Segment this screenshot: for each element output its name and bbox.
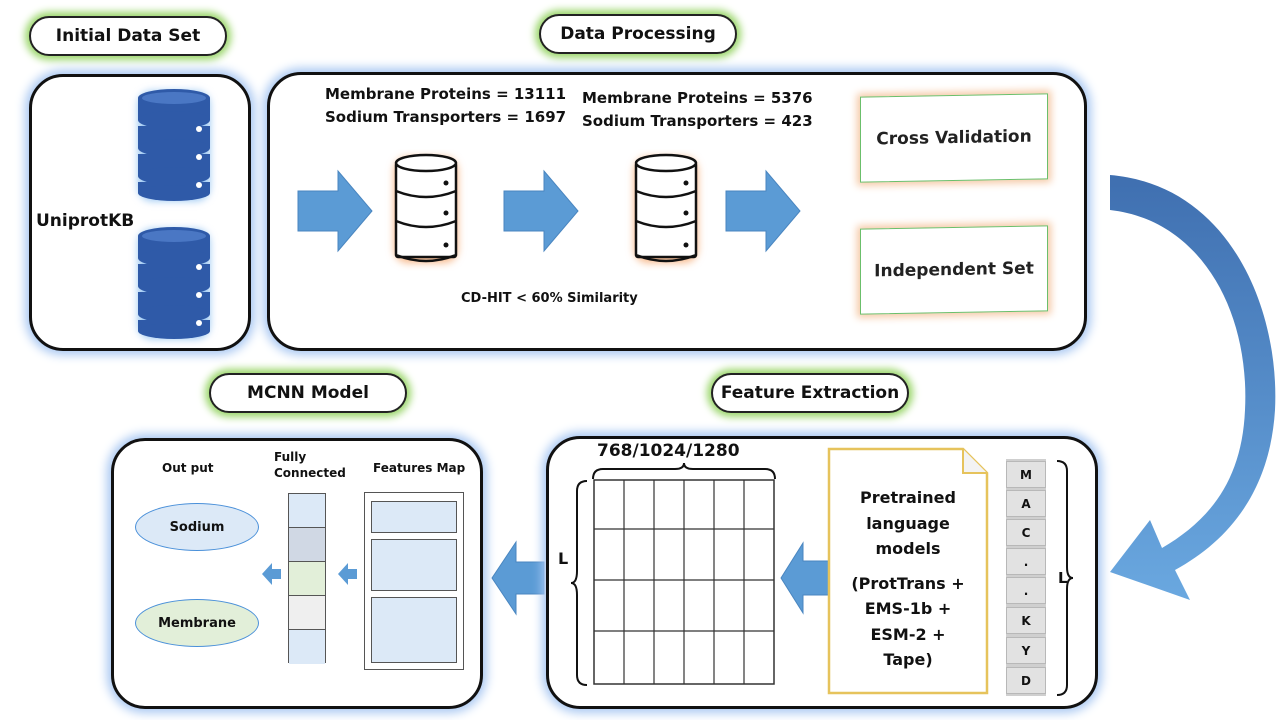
fc-label-line2: Connected bbox=[274, 466, 346, 480]
cdhit-filter-label: CD-HIT < 60% Similarity bbox=[461, 291, 638, 306]
pretrained-models-text: Pretrained language models (ProtTrans + … bbox=[830, 485, 986, 673]
length-label: L bbox=[558, 549, 569, 568]
membrane-class-label: Membrane bbox=[158, 615, 236, 631]
protein-sequence: M A C . . K Y D bbox=[1006, 459, 1046, 696]
fc-label-line1: Fully bbox=[274, 450, 307, 464]
sequence-residue: K bbox=[1006, 607, 1046, 634]
filtered-database-icon bbox=[634, 153, 698, 263]
database-icon bbox=[138, 89, 210, 201]
header-mcnn-model: MCNN Model bbox=[209, 373, 407, 413]
sequence-residue: D bbox=[1006, 667, 1046, 694]
sodium-class-node: Sodium bbox=[135, 503, 259, 551]
curved-flow-arrow bbox=[1110, 175, 1276, 600]
sequence-residue: M bbox=[1006, 461, 1046, 488]
arrow-left-icon bbox=[780, 541, 830, 615]
sequence-residue: C bbox=[1006, 519, 1046, 546]
arrow-right-icon bbox=[503, 169, 579, 253]
plm-line: models bbox=[875, 539, 941, 558]
stage1-membrane-count: Membrane Proteins = 13111 bbox=[325, 85, 567, 103]
database-icon bbox=[138, 227, 210, 339]
plm-line: (ProtTrans + bbox=[851, 573, 965, 593]
sequence-length-brace bbox=[1056, 460, 1074, 696]
features-map-label: Features Map bbox=[373, 461, 466, 475]
arrow-left-icon bbox=[262, 563, 281, 585]
mcnn-model-panel: Out put Fully Connected Features Map Sod… bbox=[111, 438, 483, 709]
independent-set-label: Independent Set bbox=[874, 258, 1034, 282]
sequence-residue: . bbox=[1006, 548, 1046, 575]
stage2-membrane-count: Membrane Proteins = 5376 bbox=[582, 89, 813, 107]
features-map bbox=[364, 492, 464, 670]
membrane-class-node: Membrane bbox=[135, 599, 259, 647]
feature-extraction-panel: 768/1024/1280 L Pretrained language mode… bbox=[546, 436, 1098, 709]
stage1-sodium-count: Sodium Transporters = 1697 bbox=[325, 108, 567, 126]
header-data-processing: Data Processing bbox=[539, 14, 737, 54]
filtered-database-icon bbox=[394, 153, 458, 263]
sequence-length-label: L bbox=[1058, 569, 1068, 587]
fully-connected-layer bbox=[288, 493, 326, 664]
plm-line: Pretrained bbox=[860, 488, 956, 507]
sequence-residue: . bbox=[1006, 577, 1046, 604]
plm-line: language bbox=[866, 513, 950, 533]
cross-validation-label: Cross Validation bbox=[876, 126, 1032, 150]
output-label: Out put bbox=[162, 461, 214, 475]
uniprotkb-label: UniprotKB bbox=[36, 211, 135, 231]
pretrained-model-doc-shape bbox=[827, 447, 989, 695]
plm-line: Tape) bbox=[883, 650, 933, 669]
data-processing-panel: Membrane Proteins = 13111 Sodium Transpo… bbox=[267, 72, 1087, 351]
arrow-right-icon bbox=[725, 169, 801, 253]
sequence-residue: Y bbox=[1006, 637, 1046, 664]
arrow-right-icon bbox=[297, 169, 373, 253]
arrow-left-icon bbox=[491, 540, 545, 616]
independent-set-card: Independent Set bbox=[860, 225, 1048, 315]
cross-validation-card: Cross Validation bbox=[860, 93, 1048, 183]
embedding-dim-label: 768/1024/1280 bbox=[597, 441, 740, 461]
arrow-left-icon bbox=[338, 563, 357, 585]
dimension-brace bbox=[592, 462, 776, 480]
initial-data-panel: UniprotKB bbox=[29, 74, 251, 351]
embedding-matrix bbox=[593, 479, 775, 685]
plm-line: EMS-1b + bbox=[864, 599, 952, 618]
stage2-sodium-count: Sodium Transporters = 423 bbox=[582, 112, 813, 130]
header-initial-data-set: Initial Data Set bbox=[29, 16, 227, 56]
header-feature-extraction: Feature Extraction bbox=[711, 373, 909, 413]
sodium-class-label: Sodium bbox=[169, 519, 225, 535]
plm-line: ESM-2 + bbox=[870, 624, 946, 644]
length-brace bbox=[570, 480, 588, 686]
sequence-residue: A bbox=[1006, 490, 1046, 517]
